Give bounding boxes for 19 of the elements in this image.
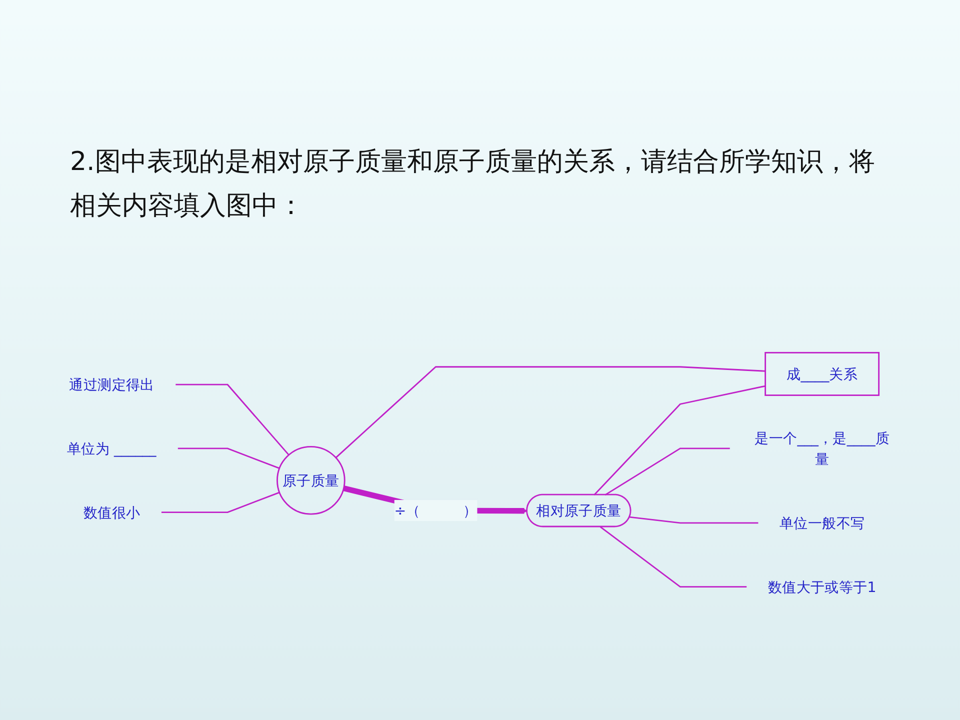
- edge-label: ÷（ ）: [394, 502, 478, 519]
- connector: [178, 447, 280, 469]
- node-text: 单位为 ______: [66, 440, 157, 457]
- node-box: 成____关系: [764, 352, 880, 396]
- node-text: 数值大于或等于1: [768, 578, 876, 595]
- node-text: 数值很小: [83, 503, 140, 520]
- connector: [604, 447, 730, 496]
- connector: [630, 516, 758, 524]
- connector: [594, 384, 766, 496]
- connector: [600, 526, 747, 588]
- node-text: 相对原子质量: [536, 502, 622, 519]
- node-text: 是一个___，是____质量: [754, 428, 890, 468]
- connector: [335, 366, 766, 458]
- node-circle: 原子质量: [276, 446, 346, 514]
- connector: [176, 384, 290, 456]
- connector: [161, 491, 280, 513]
- node-text: 单位一般不写: [780, 514, 865, 532]
- question-text: 2.图中表现的是相对原子质量和原子质量的关系，请结合所学知识，将相关内容填入图中：: [70, 146, 876, 223]
- node-text: 通过测定得出: [69, 376, 154, 393]
